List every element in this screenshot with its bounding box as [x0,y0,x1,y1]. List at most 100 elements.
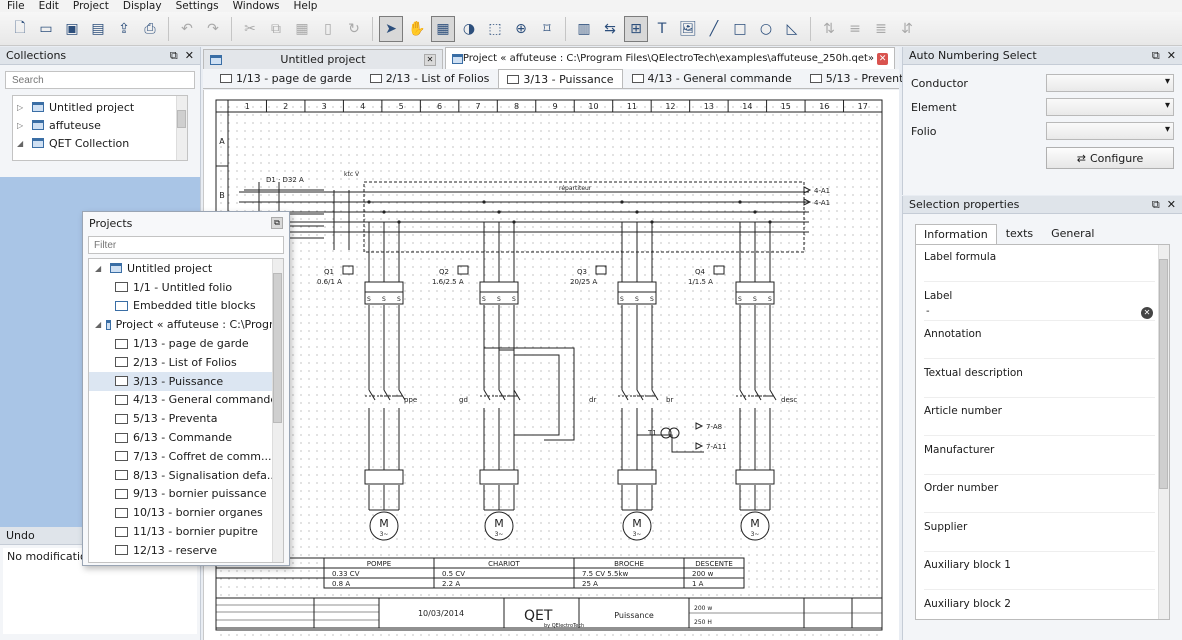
projects-filter-input[interactable] [88,236,284,254]
save-icon[interactable]: ▣ [65,20,79,37]
zoom-in-icon[interactable]: ⊕ [515,20,527,37]
property-input[interactable] [924,460,1155,475]
new-project-icon[interactable]: 🗋 [14,19,26,36]
rectangle-icon[interactable]: □ [733,20,747,37]
expand-arrow-icon[interactable]: ◢ [95,320,102,330]
property-input[interactable] [924,614,1155,620]
copy-icon[interactable]: ⧉ [271,20,281,37]
property-input[interactable] [924,383,1155,398]
menu-display[interactable]: Display [122,0,162,12]
project-tree-item[interactable]: 7/13 - Coffret de comm... [89,447,283,466]
folio-tab[interactable]: 2/13 - List of Folios [361,69,499,88]
export-icon[interactable]: ⇪ [118,20,130,37]
ellipse-icon[interactable]: ○ [759,20,773,37]
tab-information[interactable]: Information [915,224,997,244]
folio-tab[interactable]: 4/13 - General commande [623,69,801,88]
undo-icon[interactable]: ↶ [181,20,193,37]
property-input[interactable] [924,421,1155,436]
project-tree-item[interactable]: 12/13 - reserve [89,541,283,560]
project-tree-item[interactable]: 11/13 - bornier pupitre [89,522,283,541]
open-icon[interactable]: ▭ [39,20,53,37]
projects-scrollbar[interactable] [272,259,283,562]
align4-icon[interactable]: ⇵ [901,20,913,37]
expand-arrow-icon[interactable]: ◢ [17,138,24,148]
zoom-out-icon[interactable]: ⌑ [543,20,551,37]
menu-file[interactable]: File [7,0,25,12]
pan-icon[interactable]: ✋ [408,20,426,37]
delete-icon[interactable]: ▯ [324,20,332,37]
menu-windows[interactable]: Windows [232,0,280,12]
property-input[interactable] [924,575,1155,590]
expand-arrow-icon[interactable]: ▷ [17,102,24,112]
cut-icon[interactable]: ✂ [244,20,256,37]
menu-settings[interactable]: Settings [175,0,219,12]
fill-icon[interactable]: ◑ [462,20,476,37]
autonum-combo[interactable] [1046,122,1174,140]
titleblock-icon[interactable]: ▥ [577,20,591,37]
property-input[interactable] [924,344,1155,359]
expand-arrow-icon[interactable]: ▷ [17,120,24,130]
float-icon[interactable]: ⧉ [169,48,178,62]
collection-item[interactable]: ◢QET Collection [17,134,183,152]
rotate-icon[interactable]: ↻ [348,20,360,37]
project-tree-item[interactable]: 6/13 - Commande [89,428,283,447]
expand-arrow-icon[interactable]: ◢ [95,263,102,273]
property-input[interactable] [924,306,1155,321]
close-icon[interactable]: ✕ [1166,197,1176,211]
autonum-combo[interactable] [1046,74,1174,92]
close-icon[interactable]: ✕ [424,53,436,66]
project-tree-item[interactable]: 3/13 - Puissance [89,371,283,391]
close-icon[interactable]: ✕ [1166,48,1176,62]
collection-item[interactable]: ▷Untitled project [17,98,183,116]
clear-icon[interactable]: ✕ [1141,306,1153,319]
close-icon[interactable]: ✕ [184,48,194,62]
project-tree-item[interactable]: 8/13 - Signalisation defa... [89,466,283,485]
collection-item[interactable]: ▷affuteuse [17,116,183,134]
menu-help[interactable]: Help [293,0,318,12]
property-input[interactable] [924,267,1155,282]
project-tree-item[interactable]: 1/1 - Untitled folio [89,278,283,297]
save-as-icon[interactable]: ▤ [91,20,105,37]
paste-icon[interactable]: ▦ [295,20,309,37]
selprops-scrollbar[interactable] [1158,245,1169,619]
redo-icon[interactable]: ↷ [207,20,219,37]
project-tree-item[interactable]: 1/13 - page de garde [89,334,283,353]
autonum-combo[interactable] [1046,98,1174,116]
element-icon[interactable]: ⊞ [624,15,648,42]
project-tree-item[interactable]: 10/13 - bornier organes [89,503,283,522]
select-icon[interactable]: ➤ [379,15,403,42]
tab-untitled-project[interactable]: Untitled project ✕ [203,49,443,69]
text-icon[interactable]: T [657,20,667,37]
menu-edit[interactable]: Edit [38,0,59,12]
conductor-icon[interactable]: ⇆ [604,20,616,37]
project-tree-item[interactable]: Embedded title blocks [89,297,283,316]
line-icon[interactable]: ╱ [709,20,719,37]
project-tree-item[interactable]: 5/13 - Preventa [89,409,283,428]
align3-icon[interactable]: ≣ [875,20,887,37]
projects-title-bar[interactable]: Projects ⧉ [83,212,289,234]
folio-tab[interactable]: 1/13 - page de garde [211,69,361,88]
configure-button[interactable]: ⇄ Configure [1046,147,1174,169]
folio-tab[interactable]: 3/13 - Puissance [498,69,623,88]
tab-texts[interactable]: texts [1005,227,1034,240]
project-tree-item[interactable]: 2/13 - List of Folios [89,353,283,372]
property-input[interactable] [924,498,1155,513]
zoom-fit-icon[interactable]: ⬚ [488,20,502,37]
collections-scrollbar[interactable] [176,96,187,160]
align-icon[interactable]: ⇅ [823,20,835,37]
project-tree-item[interactable]: 9/13 - bornier puissance [89,485,283,504]
collections-search-input[interactable] [5,71,195,89]
float-icon[interactable]: ⧉ [1151,197,1160,211]
tab-general[interactable]: General [1051,227,1095,240]
property-input[interactable] [924,537,1155,552]
float-icon[interactable]: ⧉ [1151,48,1160,62]
polygon-icon[interactable]: ◺ [786,20,798,37]
print-icon[interactable]: ⎙ [144,20,156,37]
menu-project[interactable]: Project [72,0,109,12]
float-icon[interactable]: ⧉ [271,217,283,229]
project-tree-item[interactable]: ◢Untitled project [89,259,283,278]
align2-icon[interactable]: ≡ [849,20,861,37]
tab-affuteuse-project[interactable]: Project « affuteuse : C:\Program Files\Q… [445,47,895,69]
folio-tab[interactable]: 5/13 - Preventa [801,69,919,88]
